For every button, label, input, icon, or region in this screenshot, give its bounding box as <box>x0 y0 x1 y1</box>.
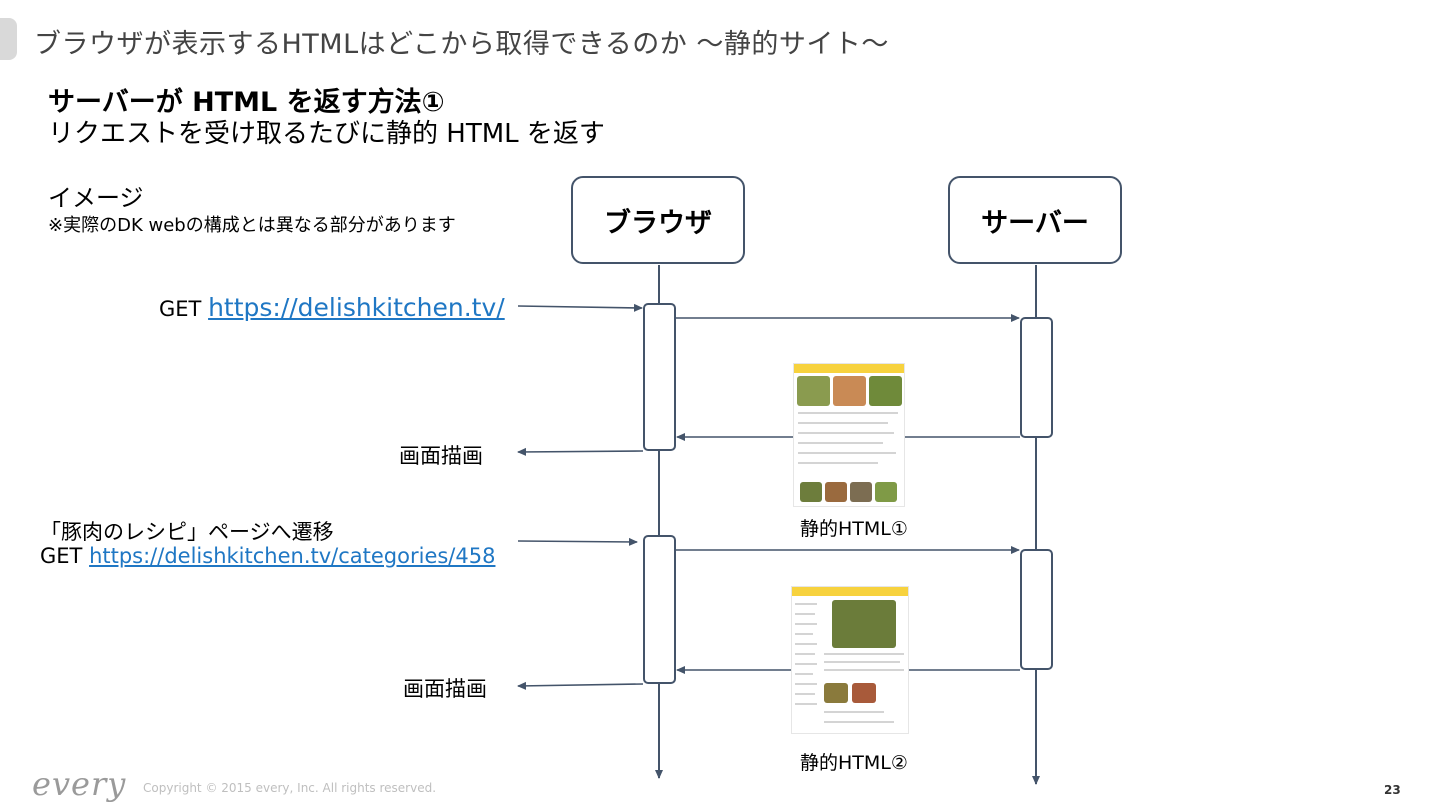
browser-actor: ブラウザ <box>571 176 745 264</box>
slide-tab-marker <box>0 18 17 60</box>
request1-label: GET https://delishkitchen.tv/ <box>159 293 505 322</box>
food-image <box>850 482 872 502</box>
every-logo: every <box>32 765 127 803</box>
food-image <box>800 482 822 502</box>
navigation-label: 「豚肉のレシピ」ページへ遷移 <box>40 520 334 544</box>
thumbnail-header-bar <box>792 587 908 596</box>
server-actor-label: サーバー <box>981 207 1089 239</box>
food-image <box>825 482 847 502</box>
copyright: Copyright © 2015 every, Inc. All rights … <box>143 781 437 795</box>
slide-title: ブラウザが表示するHTMLはどこから取得できるのか ～静的サイト～ <box>34 29 889 60</box>
image-label: イメージ <box>48 184 144 212</box>
food-image <box>875 482 897 502</box>
server-activation-2 <box>1020 549 1053 670</box>
static-html-1-thumbnail <box>793 363 905 507</box>
request1-arrow <box>517 303 643 312</box>
render1-arrow <box>517 447 644 456</box>
note: ※実際のDK webの構成とは異なる部分があります <box>48 215 456 236</box>
request2-method: GET <box>40 544 83 568</box>
request1-method: GET <box>159 297 202 321</box>
server-activation-1 <box>1020 317 1053 438</box>
render1-label: 画面描画 <box>399 444 483 468</box>
static-html-2-thumbnail <box>791 586 909 734</box>
browser-activation-2 <box>643 535 676 684</box>
food-image <box>852 683 876 703</box>
thumbnail-header-bar <box>794 364 904 373</box>
heading: サーバーが HTML を返す方法① <box>48 87 445 118</box>
browser-actor-label: ブラウザ <box>604 207 712 239</box>
food-image <box>797 376 830 406</box>
food-image <box>832 600 896 648</box>
request2-arrow <box>517 537 638 546</box>
food-image <box>824 683 848 703</box>
browser-activation-1 <box>643 303 676 451</box>
subheading: リクエストを受け取るたびに静的 HTML を返す <box>48 119 605 149</box>
server-actor: サーバー <box>948 176 1122 264</box>
request2-label: GET https://delishkitchen.tv/categories/… <box>40 544 495 568</box>
static-html-1-label: 静的HTML① <box>800 518 908 540</box>
request2-url-link[interactable]: https://delishkitchen.tv/categories/458 <box>89 544 496 568</box>
render2-label: 画面描画 <box>403 677 487 701</box>
static-html-2-label: 静的HTML② <box>800 752 908 774</box>
page-number: 23 <box>1384 783 1401 797</box>
request1-url-link[interactable]: https://delishkitchen.tv/ <box>208 293 505 322</box>
render2-arrow <box>517 681 644 690</box>
food-image <box>833 376 866 406</box>
food-image <box>869 376 902 406</box>
